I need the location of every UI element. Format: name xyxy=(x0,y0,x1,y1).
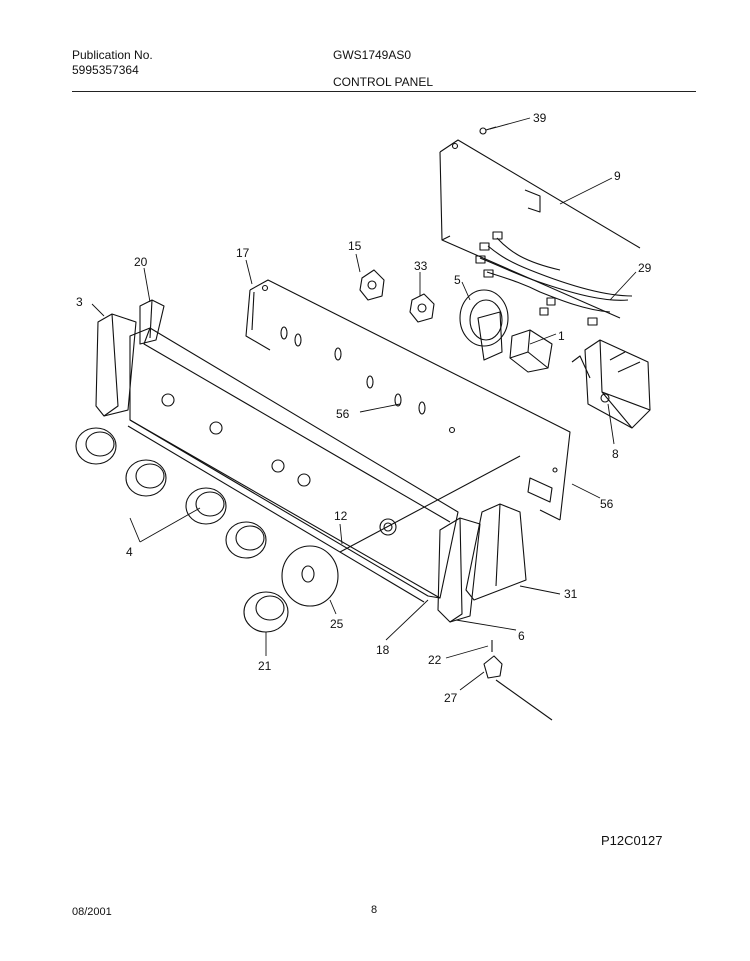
timer-part xyxy=(571,339,651,429)
callout-56-upper: 56 xyxy=(336,407,350,421)
left-bracket-part xyxy=(139,299,165,345)
header-rule xyxy=(72,91,696,92)
knob-group-part xyxy=(75,427,267,559)
callout-20: 20 xyxy=(134,255,148,269)
rear-cover-part xyxy=(439,139,641,319)
callout-21: 21 xyxy=(258,659,272,673)
dial-skirt-part xyxy=(281,545,339,607)
left-end-cap-part xyxy=(95,313,137,417)
shaft-part xyxy=(339,455,521,553)
callout-3: 3 xyxy=(76,295,83,309)
publication-number: 5995357364 xyxy=(72,63,139,77)
leader-lines xyxy=(91,117,637,691)
back-plate-part xyxy=(245,279,571,521)
callout-15: 15 xyxy=(348,239,362,253)
callout-17: 17 xyxy=(236,246,250,260)
callout-31: 31 xyxy=(564,587,578,601)
console-front-part xyxy=(127,327,459,603)
callout-5: 5 xyxy=(454,273,461,287)
callout-12: 12 xyxy=(334,509,348,523)
callout-8: 8 xyxy=(612,447,619,461)
callout-39: 39 xyxy=(533,111,547,125)
right-end-cap-part xyxy=(437,517,481,623)
callout-27: 27 xyxy=(444,691,458,705)
callout-56-lower: 56 xyxy=(600,497,614,511)
wire-harness-part xyxy=(475,231,633,326)
callout-1: 1 xyxy=(558,329,565,343)
knob-21-part xyxy=(243,591,289,633)
publication-label: Publication No. xyxy=(72,48,153,62)
callout-9: 9 xyxy=(614,169,621,183)
callout-29: 29 xyxy=(638,261,652,275)
callout-labels: 39 9 29 17 15 33 5 1 20 3 56 8 56 12 4 3… xyxy=(76,111,652,705)
callout-33: 33 xyxy=(414,259,428,273)
figure-code: P12C0127 xyxy=(601,833,663,848)
callout-18: 18 xyxy=(376,643,390,657)
switch-33-part xyxy=(409,293,435,323)
callout-25: 25 xyxy=(330,617,344,631)
switch-15-part xyxy=(359,269,385,301)
section-title: CONTROL PANEL xyxy=(333,75,434,89)
publication-date: 08/2001 xyxy=(72,906,112,918)
page-number: 8 xyxy=(371,904,378,916)
right-cover-part xyxy=(465,503,527,601)
callout-22: 22 xyxy=(428,653,442,667)
callout-6: 6 xyxy=(518,629,525,643)
switch-5-part xyxy=(459,289,509,361)
callout-4: 4 xyxy=(126,545,133,559)
bracket-27-part xyxy=(483,640,553,721)
switch-1-part xyxy=(509,329,553,373)
model-number: GWS1749AS0 xyxy=(333,48,412,62)
